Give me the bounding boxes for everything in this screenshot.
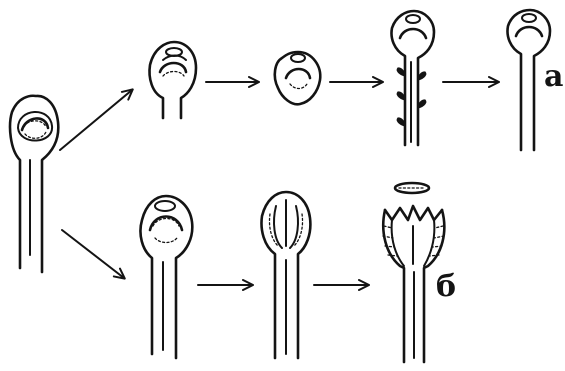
top-stage-2 [275,52,320,104]
bottom-stage-2 [262,192,311,358]
top-stage-1 [150,42,196,118]
label-series-b: б [436,272,456,302]
label-series-a: а [544,62,563,92]
arrow-to-bottom-series [62,230,124,278]
arrow-to-top-series [60,90,132,150]
bottom-stage-1 [140,196,192,358]
initial-sporangium [10,96,58,272]
top-stage-3 [392,11,434,145]
